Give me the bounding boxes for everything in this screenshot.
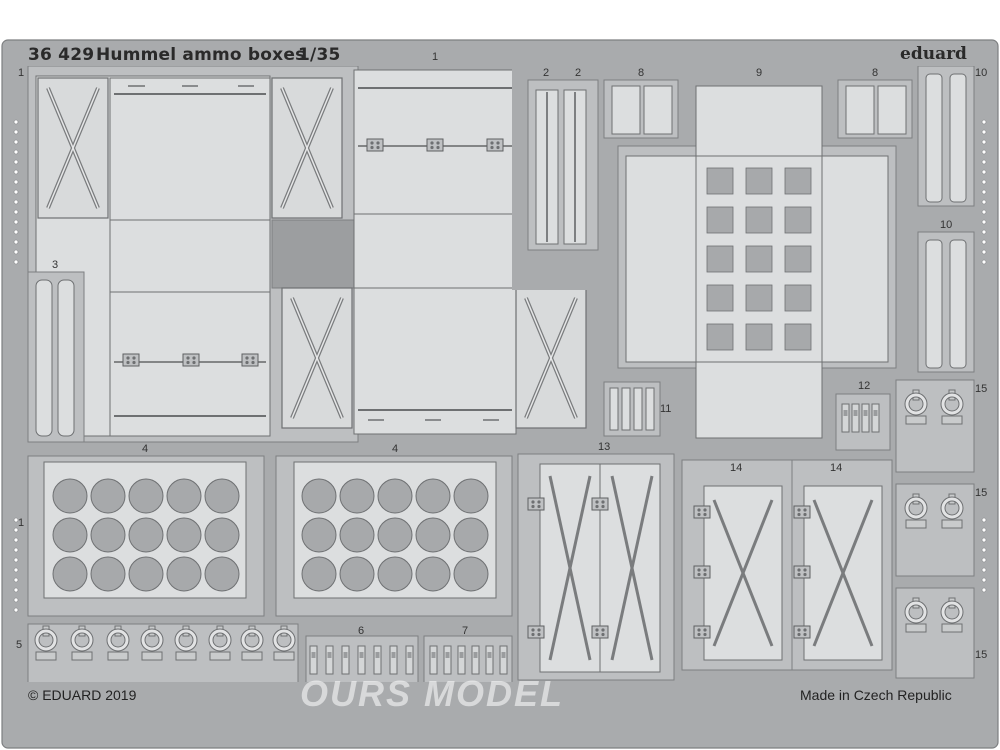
part-14-door-right: [791, 459, 893, 671]
product-scale: 1/35: [298, 45, 341, 65]
edge-perforations: [13, 119, 987, 613]
part-label-7: 7: [462, 625, 469, 637]
part-label-14b: 14: [830, 462, 843, 474]
part-label-13: 13: [598, 441, 611, 453]
part-label-15c: 15: [975, 649, 988, 661]
part-label-11: 11: [660, 403, 672, 415]
part-label-14a: 14: [730, 462, 743, 474]
part-label-1-side: 1: [18, 517, 25, 529]
watermark-text: OURS MODEL: [300, 673, 565, 714]
part-label-8b: 8: [872, 67, 879, 79]
origin-text: Made in Czech Republic: [800, 687, 952, 703]
part-14-door-left: [681, 459, 793, 671]
part-8-clips-left: [603, 79, 679, 139]
part-label-6: 6: [358, 625, 365, 637]
part-label-9: 9: [756, 67, 763, 79]
part-7-clips-row: [423, 635, 513, 685]
part-label-4a: 4: [142, 443, 149, 455]
part-13-door-panel: [517, 453, 675, 681]
part-9-grid-panel: [617, 85, 897, 439]
part-4-disc-plate-left: [27, 455, 265, 617]
part-4-disc-plate-right: [275, 455, 513, 617]
part-label-3: 3: [52, 259, 59, 271]
part-label-10b: 10: [940, 219, 953, 231]
part-8-clips-right: [837, 79, 913, 139]
part-label-1-top: 1: [432, 51, 439, 63]
part-5-rings-row: [27, 623, 299, 685]
product-code: 36 429: [28, 45, 95, 65]
part-12-clips: [835, 393, 891, 451]
part-2-ladders: [527, 79, 599, 251]
part-label-8a: 8: [638, 67, 645, 79]
product-name: Hummel ammo boxes: [96, 45, 306, 65]
part-label-1: 1: [18, 67, 25, 79]
part-label-15b: 15: [975, 487, 988, 499]
part-label-4b: 4: [392, 443, 399, 455]
part-11-small-strips: [603, 381, 661, 437]
part-label-2a: 2: [543, 67, 550, 79]
part-label-10a: 10: [975, 67, 988, 79]
part-15-rings: [895, 379, 975, 679]
part-10-strips-top: [917, 65, 975, 207]
part-label-12: 12: [858, 380, 871, 392]
brand-logo: eduard: [900, 44, 967, 64]
part-label-2b: 2: [575, 67, 582, 79]
part-label-15a: 15: [975, 383, 988, 395]
part-10-strips-bottom: [917, 231, 975, 373]
copyright-text: © EDUARD 2019: [28, 687, 137, 703]
part-label-5: 5: [16, 639, 23, 651]
part-3-strips: [27, 271, 85, 443]
